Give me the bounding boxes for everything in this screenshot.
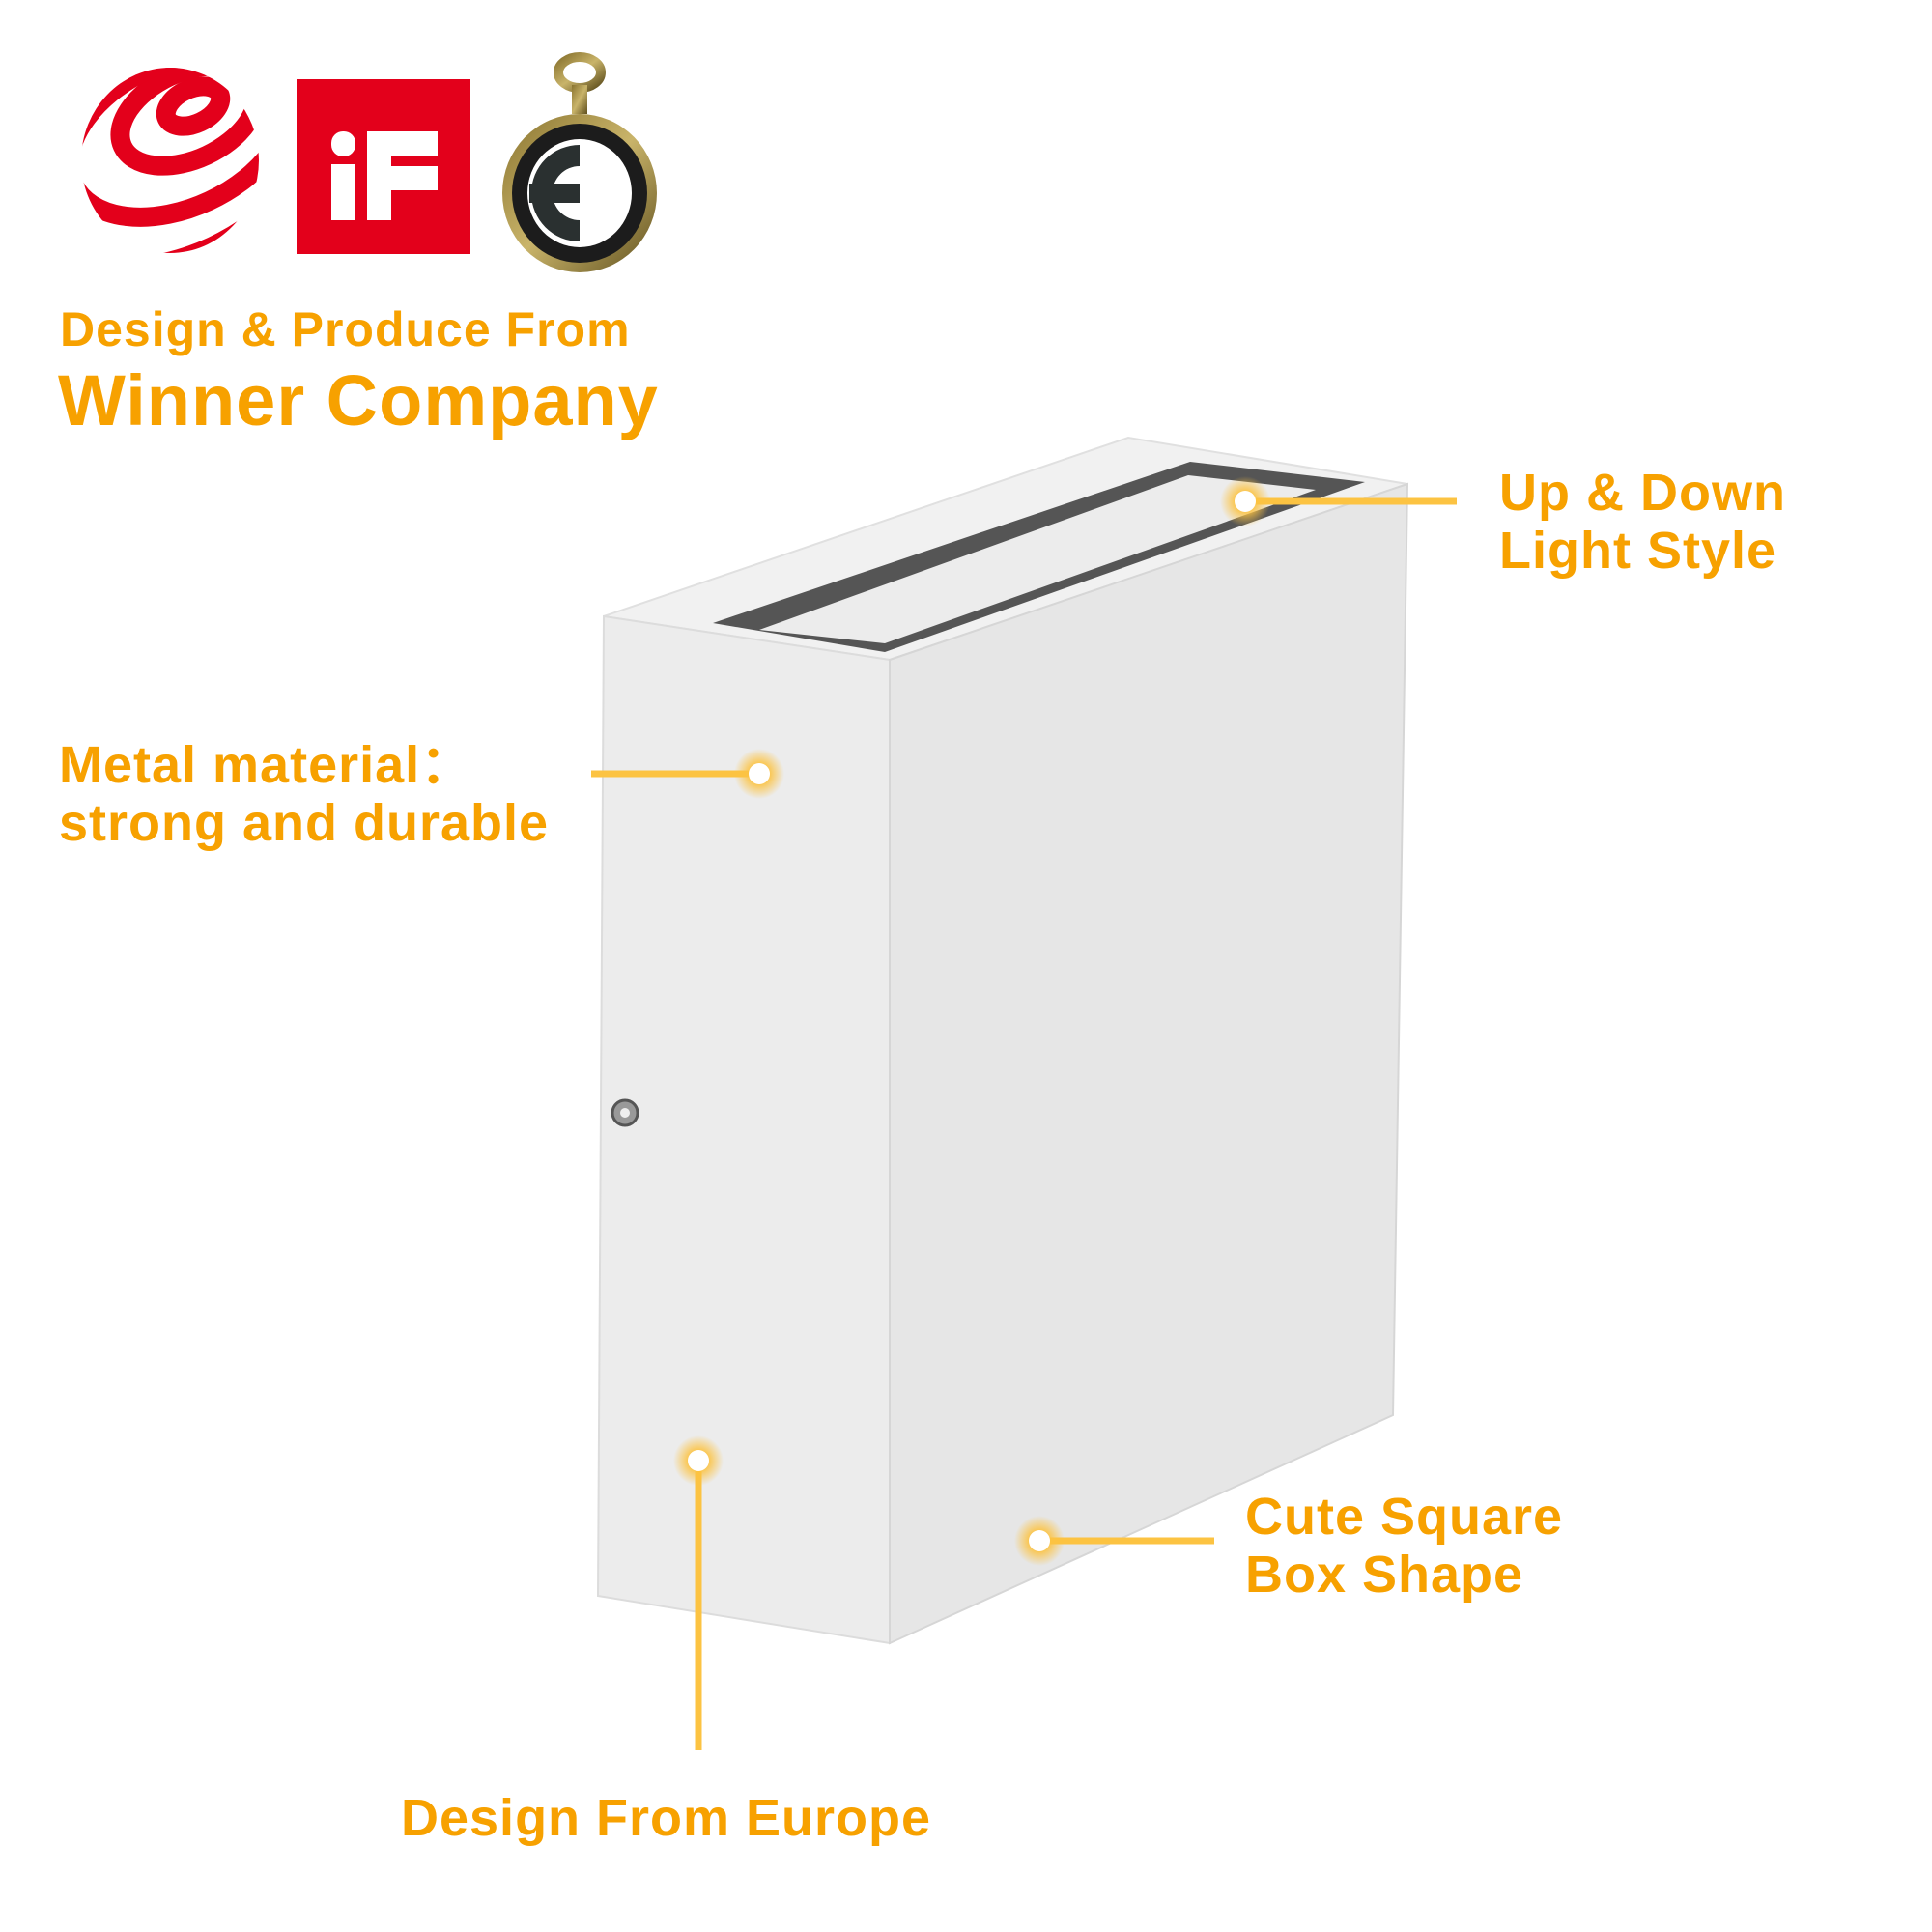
header-tagline: Design & Produce From — [60, 302, 631, 356]
callout-shape-line2: Box Shape — [1245, 1546, 1524, 1604]
wall-light-product — [596, 436, 1409, 1645]
callout-material-line2: strong and durable — [59, 794, 550, 852]
callout-light-style-line2: Light Style — [1499, 522, 1777, 580]
callout-markers — [591, 476, 1457, 1750]
callout-material-line1: Metal material： — [59, 736, 474, 794]
callout-light-style-line1: Up & Down — [1499, 464, 1786, 522]
header-title: Winner Company — [58, 360, 659, 440]
callout-origin: Design From Europe — [401, 1789, 932, 1847]
if-design-award-logo — [297, 79, 470, 254]
callout-material: Metal material： strong and durable — [59, 736, 549, 852]
callout-shape-line1: Cute Square — [1245, 1488, 1564, 1546]
german-design-award-medal — [502, 52, 657, 272]
callout-shape: Cute Square Box Shape — [1245, 1488, 1563, 1604]
callout-light-style: Up & Down Light Style — [1499, 464, 1786, 580]
marker-dot-icon — [673, 476, 1270, 1566]
